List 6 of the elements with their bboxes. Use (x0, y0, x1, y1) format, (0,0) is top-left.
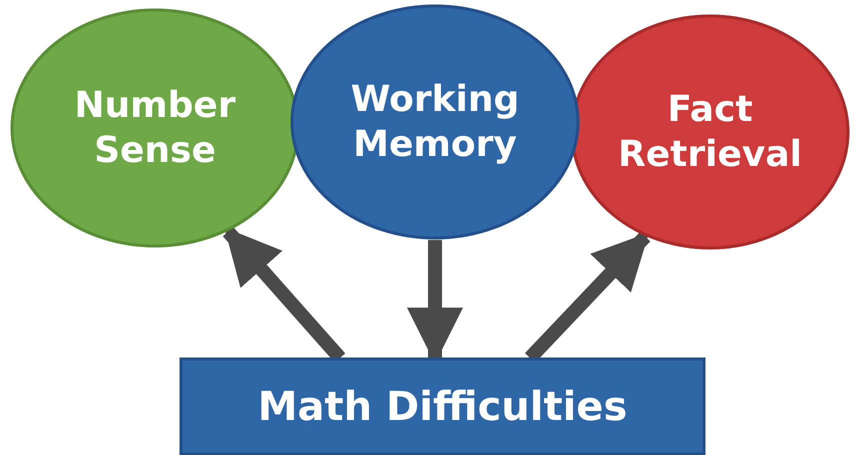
node-label: Number Sense (73, 84, 237, 173)
process-box (180, 358, 705, 455)
node-label: Math Difficulties (258, 382, 628, 432)
node-label: Fact Retrieval (617, 88, 803, 177)
node-label: Working Memory (350, 78, 520, 167)
ellipse-node (290, 4, 580, 240)
